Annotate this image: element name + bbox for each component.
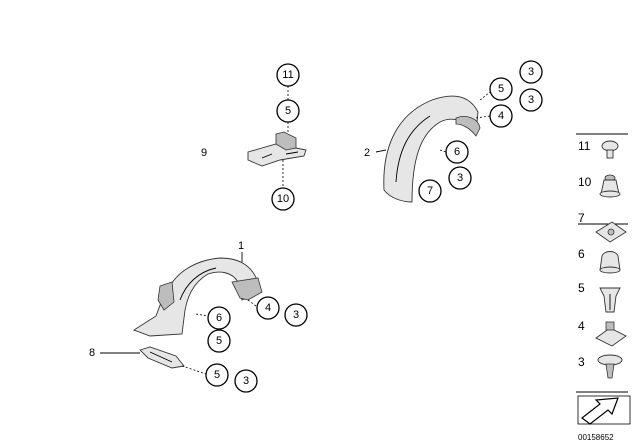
svg-text:5: 5 (285, 105, 291, 117)
front-arch-flap (157, 281, 175, 311)
svg-text:5: 5 (498, 83, 504, 95)
legend-label-6: 6 (578, 247, 585, 261)
label-1: 1 (238, 240, 244, 252)
legend-label-3: 3 (578, 355, 585, 369)
callout-front-4[interactable]: 4 (256, 296, 280, 320)
cap-nut-icon (599, 251, 621, 274)
callout-rear-4[interactable]: 4 (489, 104, 513, 128)
callout-rear-3a[interactable]: 3 (519, 60, 543, 84)
svg-text:3: 3 (243, 375, 249, 387)
callout-front-3a[interactable]: 3 (284, 303, 308, 327)
legend-label-11: 11 (578, 139, 591, 153)
callout-bracket-10[interactable]: 10 (271, 187, 295, 211)
spring-nut-icon (595, 321, 627, 347)
callout-cover-5[interactable]: 5 (205, 363, 229, 387)
leader-rear-4 (475, 115, 491, 119)
cover-assembly: 8 5 3 (89, 346, 258, 393)
bracket-assembly: 9 11 5 10 (201, 63, 307, 211)
label-2: 2 (364, 147, 370, 159)
leader-cover-5 (181, 365, 207, 375)
legend-label-7: 7 (578, 211, 585, 225)
svg-text:7: 7 (427, 185, 433, 197)
collar-screw-icon (597, 354, 623, 379)
rear-arch-edge (395, 115, 431, 183)
rear-arch-end (455, 116, 481, 137)
arrow-frame (577, 395, 631, 425)
callout-cover-3[interactable]: 3 (234, 369, 258, 393)
svg-text:6: 6 (216, 312, 222, 324)
clip-nut-icon (595, 221, 627, 243)
arrow-symbol-icon (581, 397, 619, 425)
legend-label-5: 5 (578, 281, 585, 295)
front-arch-edge (179, 267, 217, 301)
rear-wheel-arch-assembly: 2 3 5 3 4 6 3 (364, 60, 543, 203)
legend-label-10: 10 (578, 175, 592, 189)
svg-text:6: 6 (454, 146, 460, 158)
callout-rear-3c[interactable]: 3 (448, 166, 472, 190)
screw-icon (601, 140, 619, 159)
label-9: 9 (201, 147, 207, 159)
svg-text:11: 11 (282, 69, 293, 81)
svg-text:3: 3 (528, 94, 534, 106)
svg-text:3: 3 (457, 172, 463, 184)
leader-front-4 (247, 299, 257, 307)
callout-rear-6[interactable]: 6 (445, 140, 469, 164)
bracket-part (247, 143, 307, 167)
leader-2 (375, 149, 387, 153)
leader-front-6 (195, 313, 209, 317)
svg-text:3: 3 (528, 66, 534, 78)
legend-label-4: 4 (578, 319, 585, 333)
expanding-nut-icon (599, 287, 621, 313)
front-arch-end (231, 277, 263, 301)
label-8: 8 (89, 347, 95, 359)
svg-text:5: 5 (214, 369, 220, 381)
svg-text:4: 4 (265, 302, 271, 314)
fastener-legend: 11 10 7 6 5 4 (576, 133, 631, 425)
svg-text:4: 4 (498, 110, 504, 122)
front-wheel-arch-assembly: 1 4 3 6 5 (132, 240, 308, 353)
bracket-tab (275, 131, 297, 151)
svg-text:10: 10 (277, 193, 289, 205)
callout-bracket-5[interactable]: 5 (276, 99, 300, 123)
leader-rear-5 (479, 91, 491, 101)
cover-detail (149, 351, 173, 363)
leader-rear-6 (439, 149, 447, 153)
bracket-detail (261, 151, 299, 159)
callout-rear-5[interactable]: 5 (489, 77, 513, 101)
callout-rear-3b[interactable]: 3 (519, 88, 543, 112)
callout-rear-7[interactable]: 7 (418, 179, 442, 203)
callout-front-5a[interactable]: 5 (207, 329, 231, 353)
document-id: 00158652 (578, 433, 614, 442)
svg-text:5: 5 (216, 335, 222, 347)
callout-bracket-11[interactable]: 11 (276, 63, 300, 87)
svg-text:3: 3 (293, 309, 299, 321)
callout-front-6[interactable]: 6 (207, 306, 231, 330)
expanding-rivet-icon (599, 174, 621, 198)
